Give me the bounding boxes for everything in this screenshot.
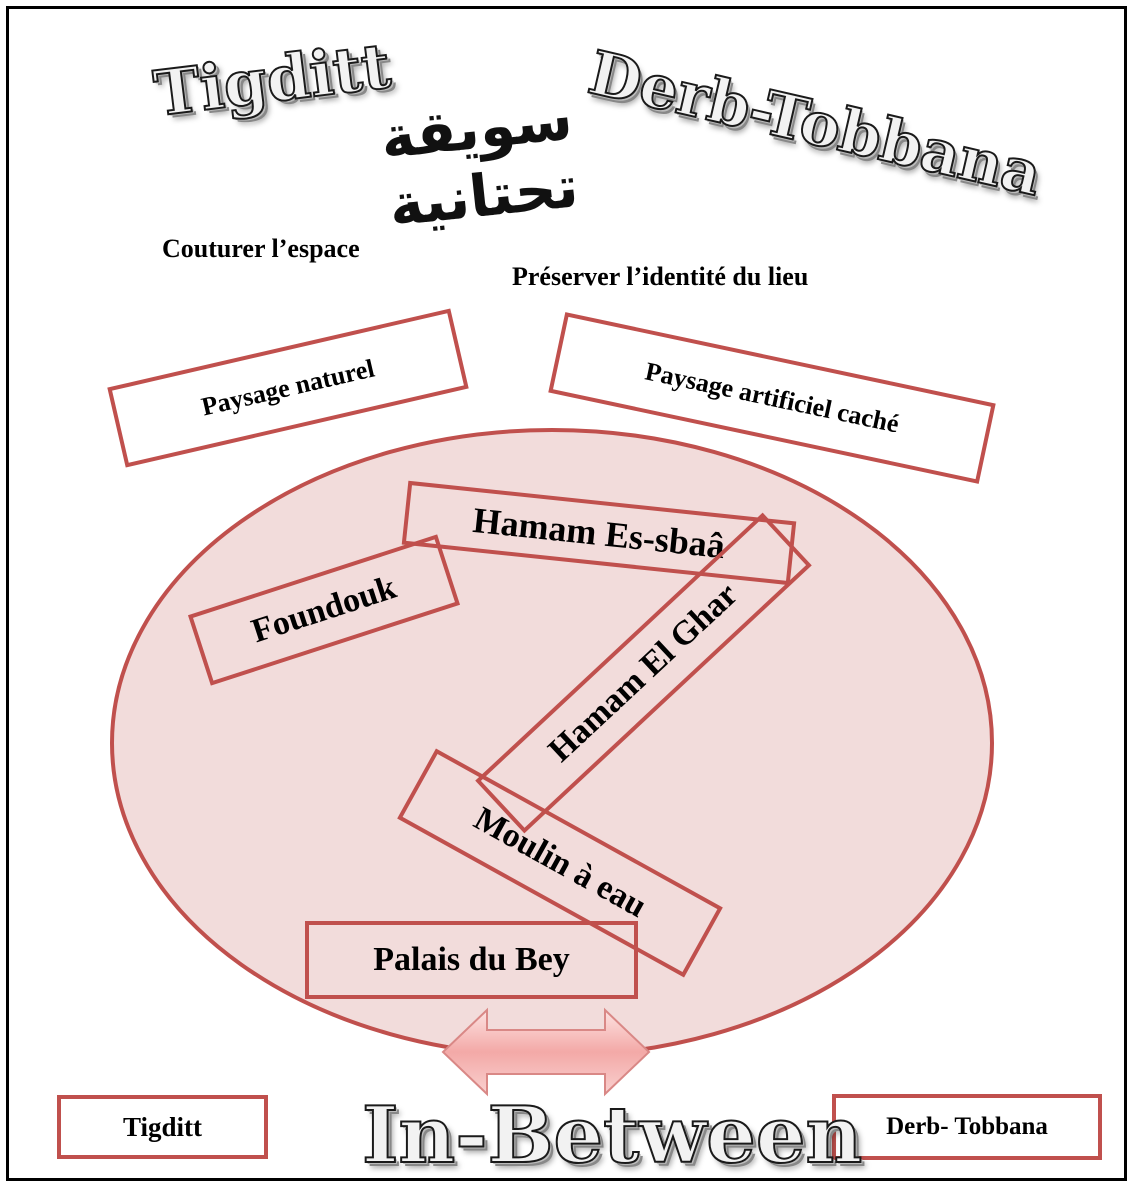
preserver-label: Préserver l’identité du lieu: [512, 262, 809, 291]
derb-tobbana-end-box: Derb- Tobbana: [832, 1094, 1102, 1160]
double-arrow: [441, 1007, 651, 1097]
tigditt-end-box: Tigditt: [57, 1095, 268, 1159]
palais-du-bey-box: Palais du Bey: [305, 921, 638, 999]
in-between-title: In-Between: [361, 1089, 863, 1182]
arabic-calligraphy: سويقة تحتانية: [377, 84, 582, 240]
couturer-label: Couturer l’espace: [162, 234, 360, 263]
